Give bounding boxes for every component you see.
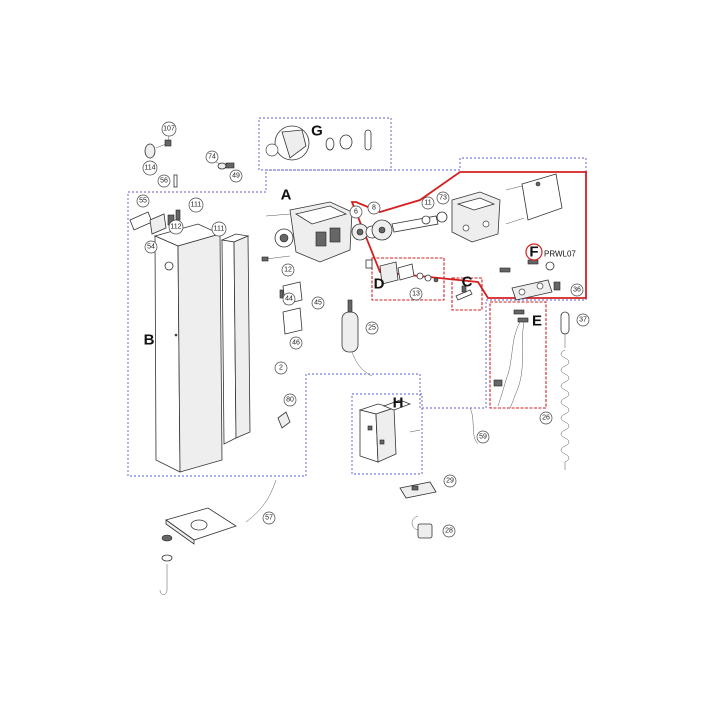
svg-text:2: 2 <box>279 365 283 372</box>
svg-text:25: 25 <box>368 325 376 332</box>
callout-114: 114 <box>142 160 158 176</box>
svg-text:8: 8 <box>372 205 376 212</box>
callout-26: 26 <box>539 411 553 425</box>
callout-29: 29 <box>443 474 457 488</box>
spring-parts <box>560 311 570 470</box>
gear-train-parts <box>351 211 448 241</box>
group-e-parts <box>493 309 529 409</box>
svg-text:73: 73 <box>439 195 447 202</box>
callout-13: 13 <box>409 287 423 301</box>
svg-text:111: 111 <box>191 202 202 209</box>
callout-37: 37 <box>576 313 590 327</box>
group-d-outline <box>371 257 445 301</box>
svg-text:37: 37 <box>579 317 587 324</box>
callout-111b: 111 <box>211 221 227 237</box>
callout-107: 107 <box>161 121 177 137</box>
callout-111a: 111 <box>188 197 204 213</box>
svg-text:13: 13 <box>412 291 420 298</box>
callout-25: 25 <box>365 321 379 335</box>
svg-text:111: 111 <box>214 226 225 233</box>
group-c-parts <box>455 285 473 301</box>
callout-6: 6 <box>349 205 363 219</box>
group-g-parts <box>265 125 372 161</box>
callout-56: 56 <box>157 174 171 188</box>
svg-text:74: 74 <box>208 154 216 161</box>
group-label-a: A <box>281 187 292 204</box>
group-h-outline <box>351 393 423 475</box>
group-f-parts <box>451 173 563 243</box>
callout-12: 12 <box>281 263 295 277</box>
group-label-f: F <box>529 244 538 261</box>
group-g-outline <box>258 117 392 171</box>
group-label-d: D <box>374 276 385 293</box>
callout-49: 49 <box>229 169 243 183</box>
callout-36: 36 <box>570 283 584 297</box>
svg-text:44: 44 <box>285 296 293 303</box>
svg-text:114: 114 <box>144 165 155 172</box>
svg-text:46: 46 <box>292 340 300 347</box>
svg-text:29: 29 <box>446 478 454 485</box>
group-a-parts <box>261 201 353 263</box>
misc-bottom-parts <box>159 407 479 595</box>
group-h-parts <box>358 399 421 463</box>
svg-text:54: 54 <box>147 244 155 251</box>
group-f-marker <box>525 243 543 261</box>
svg-text:80: 80 <box>286 397 294 404</box>
svg-text:112: 112 <box>170 224 181 231</box>
svg-text:36: 36 <box>573 287 581 294</box>
svg-text:12: 12 <box>284 267 292 274</box>
callout-74: 74 <box>205 150 219 164</box>
callout-55: 55 <box>136 194 150 208</box>
callout-28: 28 <box>442 524 456 538</box>
group-label-e: E <box>532 313 542 330</box>
svg-text:57: 57 <box>265 515 273 522</box>
callout-59: 59 <box>476 430 490 444</box>
svg-text:11: 11 <box>424 200 431 207</box>
group-d-parts <box>365 259 439 285</box>
svg-text:49: 49 <box>232 173 240 180</box>
svg-text:26: 26 <box>542 415 550 422</box>
callout-45: 45 <box>311 296 325 310</box>
group-label-g: G <box>311 123 323 140</box>
callout-2: 2 <box>274 361 288 375</box>
callout-44: 44 <box>282 292 296 306</box>
kit-code-label: PRWL07 <box>544 250 576 259</box>
callout-80: 80 <box>283 393 297 407</box>
svg-text:56: 56 <box>160 178 168 185</box>
svg-text:45: 45 <box>314 300 322 307</box>
svg-text:28: 28 <box>445 528 453 535</box>
callout-8: 8 <box>367 201 381 215</box>
group-c-outline <box>451 277 483 311</box>
svg-text:6: 6 <box>354 209 358 216</box>
group-e-outline <box>489 301 547 409</box>
callout-112: 112 <box>168 219 184 235</box>
callout-54: 54 <box>144 240 158 254</box>
callout-57: 57 <box>262 511 276 525</box>
svg-text:59: 59 <box>479 434 487 441</box>
group-label-h: H <box>393 395 404 412</box>
lever-assembly-parts <box>499 259 561 301</box>
svg-text:107: 107 <box>163 126 175 133</box>
callout-11: 11 <box>421 196 435 210</box>
group-b-parts <box>129 209 251 473</box>
group-label-b: B <box>144 332 155 349</box>
svg-text:55: 55 <box>139 198 147 205</box>
group-b-outline <box>127 157 587 477</box>
group-label-c: C <box>462 274 473 291</box>
callout-73: 73 <box>436 191 450 205</box>
callout-46: 46 <box>289 336 303 350</box>
